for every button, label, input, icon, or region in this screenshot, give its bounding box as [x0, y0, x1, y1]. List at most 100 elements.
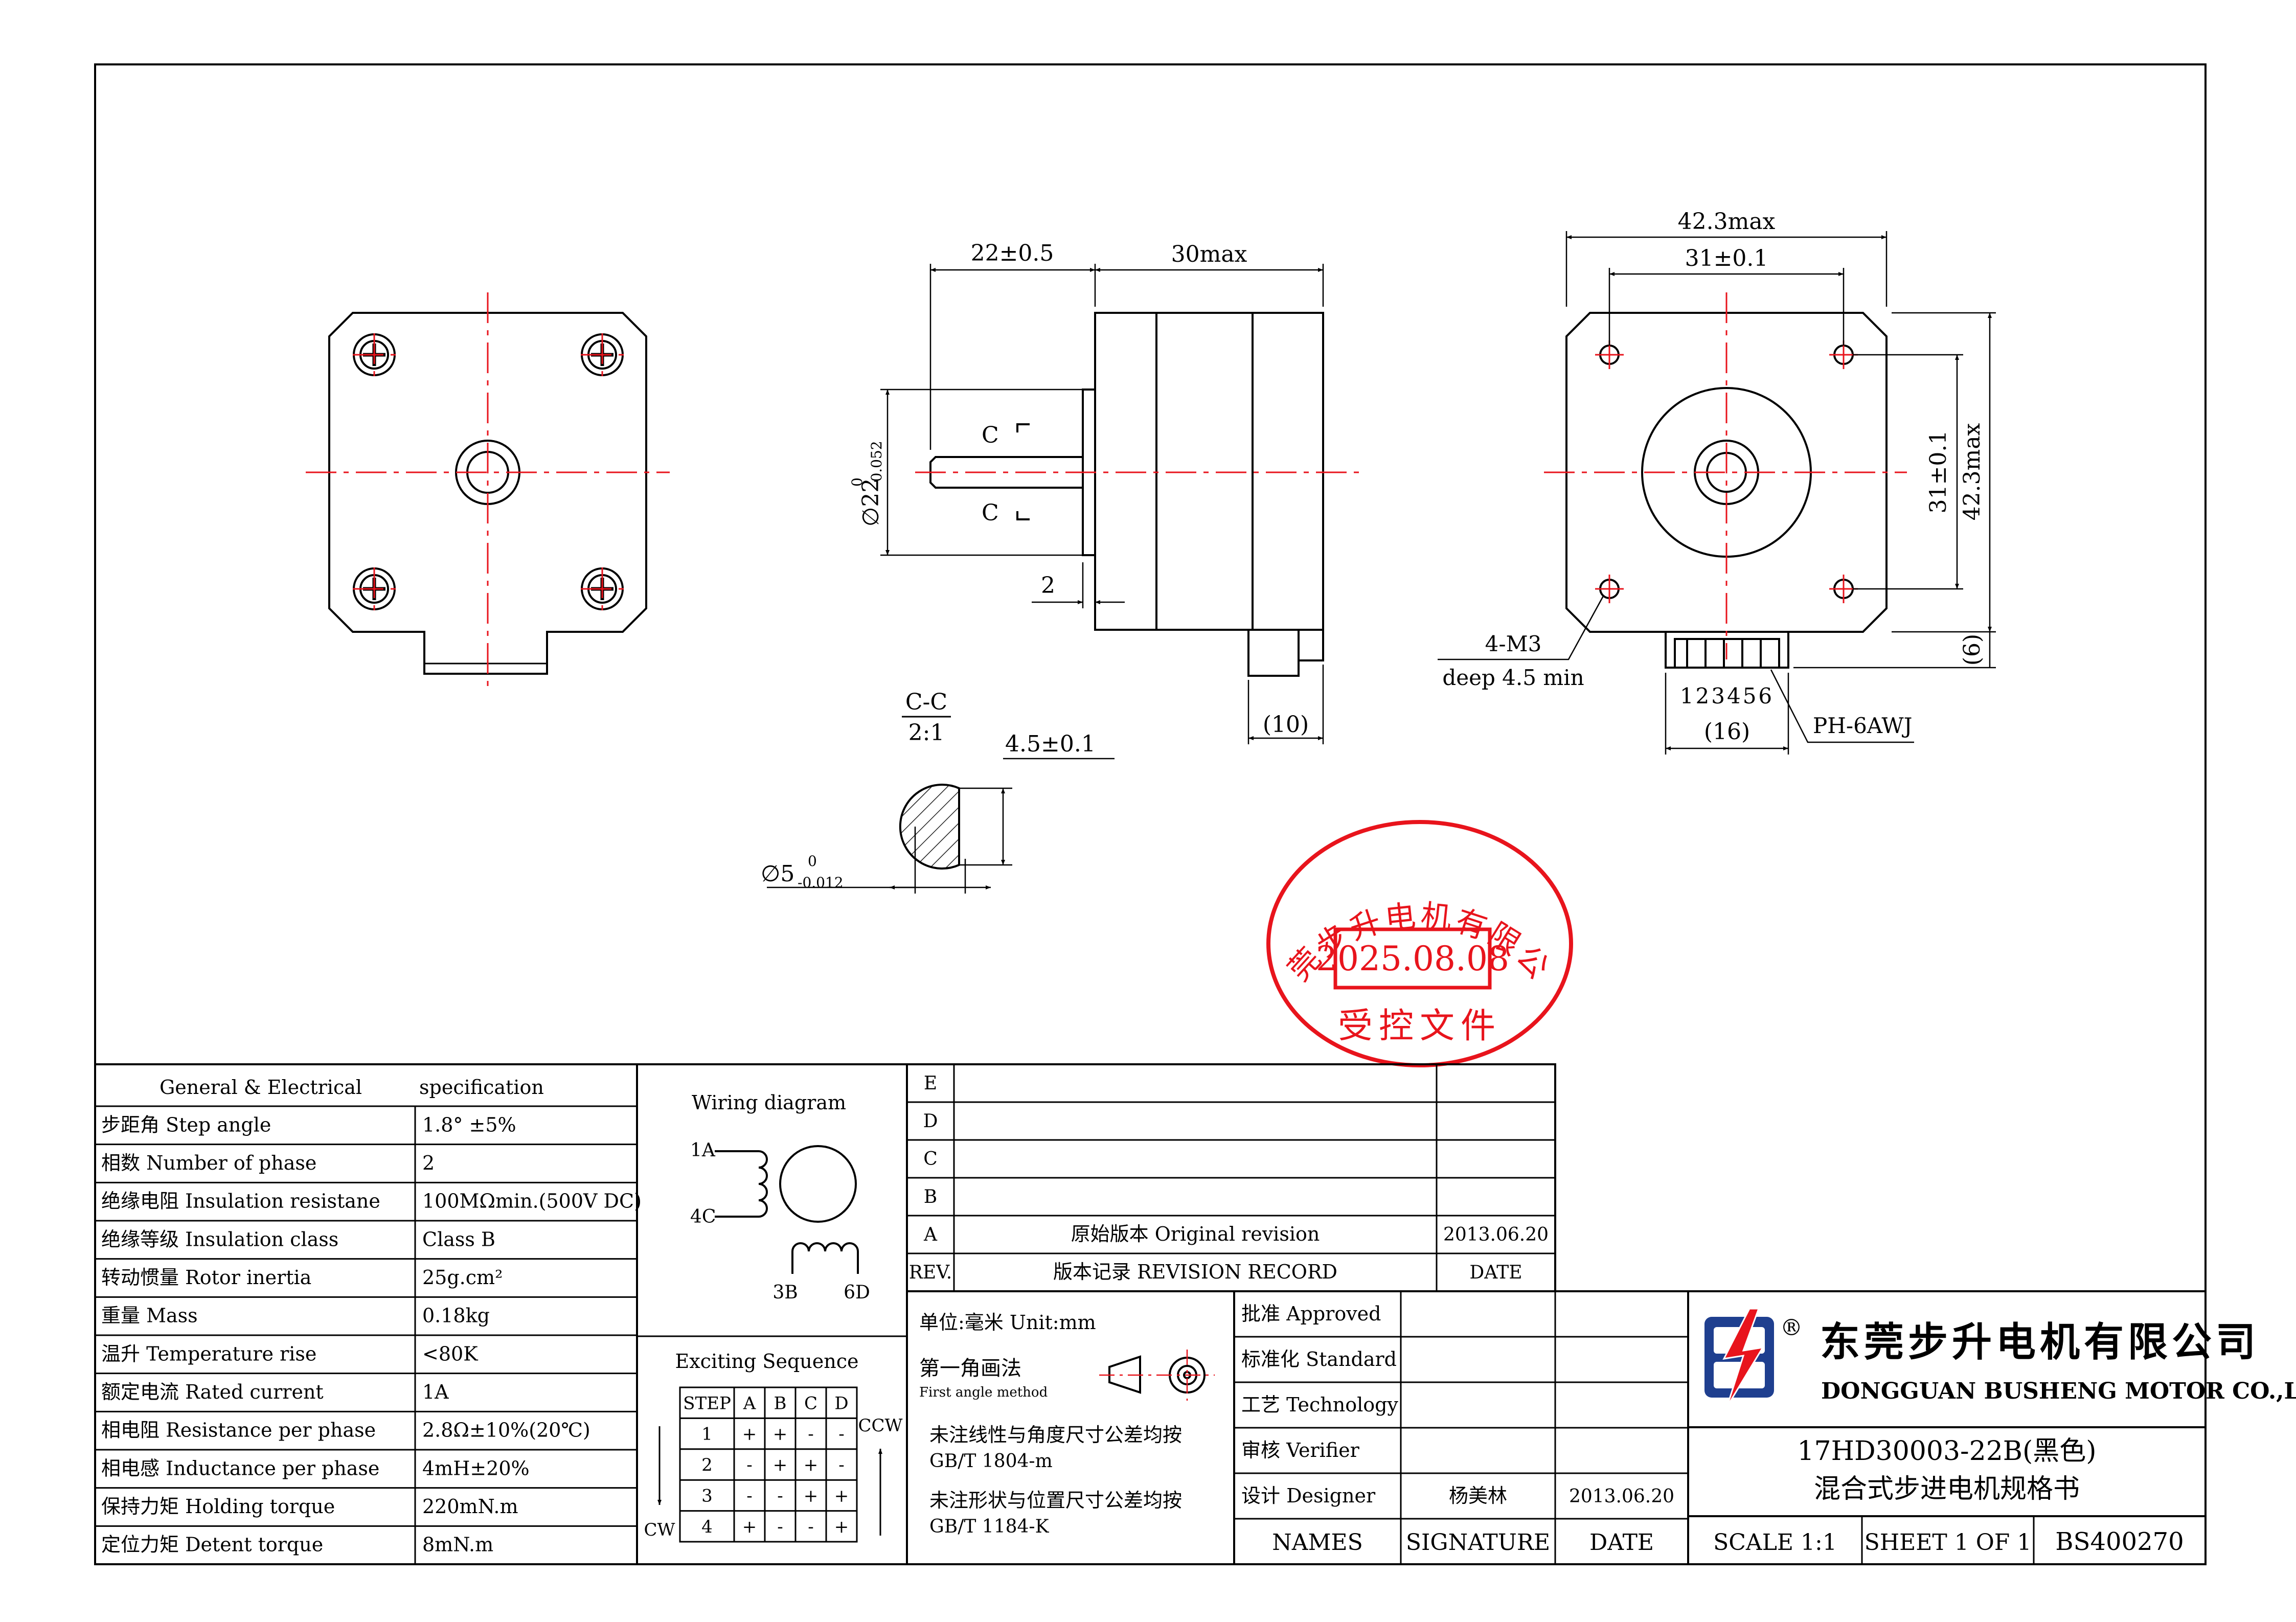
wire-3b-label: 3B: [772, 1282, 798, 1303]
projection-note-en: First angle method: [919, 1385, 1048, 1400]
seq-cell: +: [834, 1486, 849, 1506]
dim-connector-length: (10): [1263, 712, 1309, 738]
section-cc-view: [899, 784, 960, 870]
spec-value: 2: [422, 1152, 435, 1174]
revision-letter: B: [924, 1186, 937, 1207]
dim-hole-pitch-height: 31±0.1: [1925, 430, 1951, 514]
spec-label: 相电感 Inductance per phase: [101, 1457, 379, 1479]
stamp-company: 东莞步升电机有限公司: [0, 0, 1558, 988]
seq-cell: +: [742, 1424, 757, 1445]
spec-label: 相数 Number of phase: [101, 1152, 316, 1174]
approval-signature: 杨美林: [1449, 1484, 1507, 1507]
seq-cell: +: [773, 1455, 788, 1475]
spec-label: 绝缘电阻 Insulation resistane: [101, 1190, 380, 1213]
seq-cell: +: [773, 1424, 788, 1445]
spec-label: 绝缘等级 Insulation class: [101, 1228, 338, 1250]
wire-6d-label: 6D: [844, 1282, 870, 1303]
connector-pin-numbers: 123456: [1680, 683, 1774, 709]
spec-value: <80K: [422, 1342, 478, 1365]
dim-hole-pitch-width: 31±0.1: [1685, 245, 1768, 271]
section-scale: 2:1: [908, 720, 945, 746]
wire-1a-label: 1A: [690, 1140, 716, 1161]
sequence-table-grid: [679, 1386, 858, 1543]
projection-note: 第一角画法: [919, 1357, 1021, 1380]
tolerance-note-2: 未注形状与位置尺寸公差均按: [929, 1489, 1182, 1512]
seq-cell: +: [742, 1517, 757, 1537]
wiring-title: Wiring diagram: [692, 1091, 846, 1114]
connector-type: PH-6AWJ: [1813, 713, 1912, 738]
revision-letter: E: [924, 1073, 937, 1094]
seq-cell: -: [777, 1517, 783, 1537]
spec-label: 保持力矩 Holding torque: [101, 1495, 335, 1518]
dim-flange-diameter: ∅22: [858, 478, 884, 527]
dim-pin-span: (16): [1704, 719, 1750, 745]
dim-connector-height: (6): [1959, 634, 1985, 666]
seq-cell: +: [804, 1455, 819, 1475]
spec-value: 0.18kg: [422, 1305, 490, 1327]
dim-body-length: 30max: [1171, 241, 1247, 267]
unit-note: 单位:毫米 Unit:mm: [919, 1311, 1096, 1334]
spec-value: 8mN.m: [422, 1534, 493, 1556]
spec-value: 1A: [422, 1381, 449, 1403]
dim-step: 2: [1041, 573, 1055, 599]
company-logo: [1704, 1308, 1774, 1407]
spec-label: 定位力矩 Detent torque: [101, 1534, 323, 1556]
seq-cell: +: [804, 1486, 819, 1506]
holes-note: 4-M3: [1485, 631, 1542, 656]
dim-shaft-flat: 4.5±0.1: [1005, 731, 1096, 757]
seq-header: B: [774, 1393, 787, 1413]
approval-date: 2013.06.20: [1569, 1486, 1674, 1507]
dim-shaft-tol-lower: -0.012: [798, 874, 844, 891]
spec-value: 1.8° ±5%: [422, 1113, 516, 1136]
approval-col-names: NAMES: [1272, 1529, 1363, 1556]
spec-label: 转动惯量 Rotor inertia: [101, 1266, 311, 1289]
seq-header: D: [834, 1393, 848, 1413]
spec-value: 2.8Ω±10%(20℃): [422, 1419, 590, 1442]
dim-shaft-length: 22±0.5: [971, 240, 1054, 266]
seq-cell: 2: [701, 1455, 713, 1475]
revision-letter: D: [923, 1111, 938, 1132]
wiring-schematic: [715, 1145, 859, 1274]
direction-arrows: [657, 1426, 882, 1536]
sheet-label: SHEET 1 OF 1: [1865, 1529, 2032, 1556]
revision-col-rev: REV.: [909, 1262, 952, 1283]
revision-letter: A: [923, 1224, 938, 1245]
revision-col-date: DATE: [1469, 1262, 1522, 1283]
stamp-date: 2025.08.08: [1316, 939, 1509, 978]
revision-letter: C: [923, 1149, 938, 1170]
company-name-cn: 东莞步升电机有限公司: [1820, 1319, 2260, 1365]
tolerance-std-1: GB/T 1804-m: [929, 1451, 1053, 1472]
titleblock-grid: [1687, 1290, 2207, 1565]
ccw-label: CCW: [858, 1415, 903, 1436]
seq-cell: 3: [701, 1486, 713, 1506]
dim-flange-tol-upper: 0: [849, 477, 866, 487]
side-dimensions: [880, 264, 1324, 744]
approval-col-signature: SIGNATURE: [1406, 1529, 1550, 1556]
tolerance-std-2: GB/T 1184-K: [929, 1516, 1050, 1537]
revision-date: 2013.06.20: [1443, 1224, 1549, 1245]
spec-label: 相电阻 Resistance per phase: [101, 1419, 376, 1442]
section-dimensions: [767, 758, 1115, 894]
wire-4c-label: 4C: [690, 1206, 716, 1227]
seq-cell: -: [808, 1424, 814, 1445]
spec-value: 100MΩmin.(500V DC): [422, 1190, 642, 1213]
dim-flange-tol-lower: -0.052: [868, 441, 885, 487]
dim-outer-width: 42.3max: [1678, 209, 1776, 235]
spec-label: 步距角 Step angle: [101, 1113, 271, 1136]
seq-header: A: [743, 1393, 756, 1413]
stamp-label: 受控文件: [1338, 1006, 1502, 1046]
holes-depth-note: deep 4.5 min: [1442, 665, 1584, 690]
revision-col-record: 版本记录 REVISION RECORD: [1053, 1261, 1337, 1283]
seq-cell: 1: [701, 1424, 713, 1445]
cw-label: CW: [644, 1520, 675, 1540]
section-mark-top: C: [982, 422, 999, 448]
approval-role: 标准化 Standard: [1241, 1348, 1397, 1370]
document-title: 混合式步进电机规格书: [1814, 1474, 2080, 1504]
seq-cell: -: [746, 1486, 753, 1506]
seq-cell: -: [838, 1455, 845, 1475]
approval-role: 工艺 Technology: [1241, 1393, 1398, 1416]
spec-value: 25g.cm²: [422, 1266, 503, 1289]
